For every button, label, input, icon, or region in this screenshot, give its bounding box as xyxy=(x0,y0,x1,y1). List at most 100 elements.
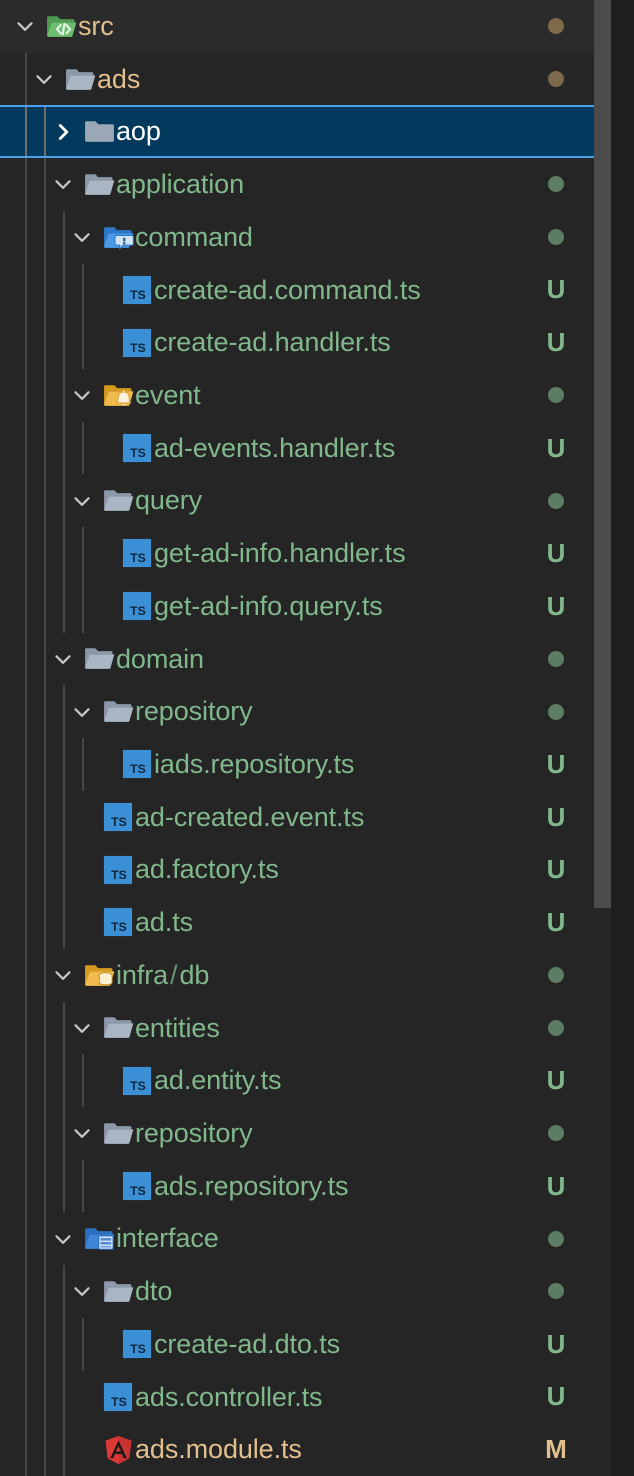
tree-folder-row[interactable]: application xyxy=(0,158,611,211)
tree-item-label: domain xyxy=(116,643,204,674)
tree-folder-row[interactable]: command xyxy=(0,210,611,264)
typescript-file-icon: TS xyxy=(116,316,158,369)
tree-item-label: repository xyxy=(135,1117,253,1148)
chevron-down-icon[interactable] xyxy=(46,1212,80,1265)
status-letter: U xyxy=(546,537,566,568)
status-dot-untracked xyxy=(548,1230,564,1247)
tree-folder-row[interactable]: dto xyxy=(0,1265,611,1318)
git-status-letter: U xyxy=(539,1371,573,1424)
tree-folder-row[interactable]: domain xyxy=(0,632,611,686)
svg-text:TS: TS xyxy=(130,762,146,776)
indent-guide xyxy=(63,527,65,580)
indent-guide xyxy=(25,1054,27,1107)
chevron-down-icon[interactable] xyxy=(65,1107,99,1160)
chevron-down-icon[interactable] xyxy=(46,633,80,686)
indent-guide xyxy=(25,1370,27,1424)
indent-guide xyxy=(82,1317,84,1371)
indent-guide xyxy=(25,421,27,475)
git-status-dot xyxy=(539,949,573,1002)
tree-item-label: ads xyxy=(97,63,141,94)
git-status-dot xyxy=(539,633,573,686)
status-letter: U xyxy=(546,1381,566,1412)
indent-guide xyxy=(82,579,84,633)
svg-text:TS: TS xyxy=(130,1079,146,1093)
chevron-down-icon[interactable] xyxy=(65,1265,99,1318)
indent-guide xyxy=(44,263,46,317)
status-letter: U xyxy=(546,590,566,621)
git-status-dot xyxy=(539,1265,573,1318)
tree-folder-row[interactable]: interface xyxy=(0,1212,611,1266)
typescript-file-icon: TS xyxy=(116,422,158,475)
chevron-down-icon[interactable] xyxy=(8,0,42,53)
typescript-file-icon: TS xyxy=(97,1371,139,1424)
tree-item-label: ad-events.handler.ts xyxy=(154,432,396,463)
svg-text:TS: TS xyxy=(130,551,146,565)
indent-guide xyxy=(63,1159,65,1213)
tree-folder-row[interactable]: aop xyxy=(0,105,611,159)
folder-interface-icon xyxy=(78,1212,120,1265)
chevron-down-icon[interactable] xyxy=(65,369,99,422)
folder-icon xyxy=(78,158,120,211)
indent-guide xyxy=(25,263,27,317)
chevron-right-icon[interactable] xyxy=(46,105,80,158)
tree-folder-row[interactable]: query xyxy=(0,474,611,528)
indent-guide xyxy=(44,474,46,528)
tree-folder-row[interactable]: repository xyxy=(0,1106,611,1160)
folder-icon xyxy=(97,1002,139,1055)
indent-guide xyxy=(63,790,65,844)
path-separator: / xyxy=(170,959,178,990)
indent-guide xyxy=(82,1054,84,1107)
scrollbar-thumb[interactable] xyxy=(594,0,611,908)
git-status-dot xyxy=(539,1212,573,1265)
tree-folder-row[interactable]: ads xyxy=(0,52,611,106)
folder-closed-icon xyxy=(78,105,120,158)
chevron-down-icon[interactable] xyxy=(65,211,99,264)
folder-command-icon xyxy=(97,211,139,264)
svg-text:TS: TS xyxy=(111,868,127,882)
indent-guide xyxy=(25,1106,27,1160)
git-status-dot xyxy=(539,211,573,264)
indent-guide xyxy=(82,737,84,791)
typescript-file-icon: TS xyxy=(116,1318,158,1371)
tree-item-label: repository xyxy=(135,696,253,727)
status-letter: U xyxy=(546,801,566,832)
chevron-down-icon[interactable] xyxy=(65,474,99,527)
indent-guide xyxy=(25,1265,27,1318)
tree-folder-row[interactable]: infra/db xyxy=(0,948,611,1002)
status-letter: U xyxy=(546,327,566,358)
indent-guide xyxy=(63,1370,65,1424)
tree-item-label: ad.ts xyxy=(135,907,194,938)
indent-guide xyxy=(44,1001,46,1055)
chevron-down-icon[interactable] xyxy=(65,685,99,738)
indent-guide xyxy=(25,1159,27,1213)
svg-text:TS: TS xyxy=(130,288,146,302)
chevron-down-icon[interactable] xyxy=(27,53,61,106)
tree-folder-row[interactable]: event xyxy=(0,368,611,422)
chevron-down-icon[interactable] xyxy=(46,949,80,1002)
tree-folder-row[interactable]: src xyxy=(0,0,611,53)
chevron-down-icon[interactable] xyxy=(46,158,80,211)
status-dot-untracked xyxy=(548,650,564,667)
tree-folder-row[interactable]: entities xyxy=(0,1001,611,1055)
tree-folder-row[interactable]: repository xyxy=(0,685,611,738)
tree-item-label: entities xyxy=(135,1012,220,1043)
vertical-scrollbar[interactable] xyxy=(594,0,611,1476)
tree-item-label: command xyxy=(135,221,253,252)
chevron-down-icon[interactable] xyxy=(65,1002,99,1055)
indent-guide xyxy=(44,1370,46,1424)
